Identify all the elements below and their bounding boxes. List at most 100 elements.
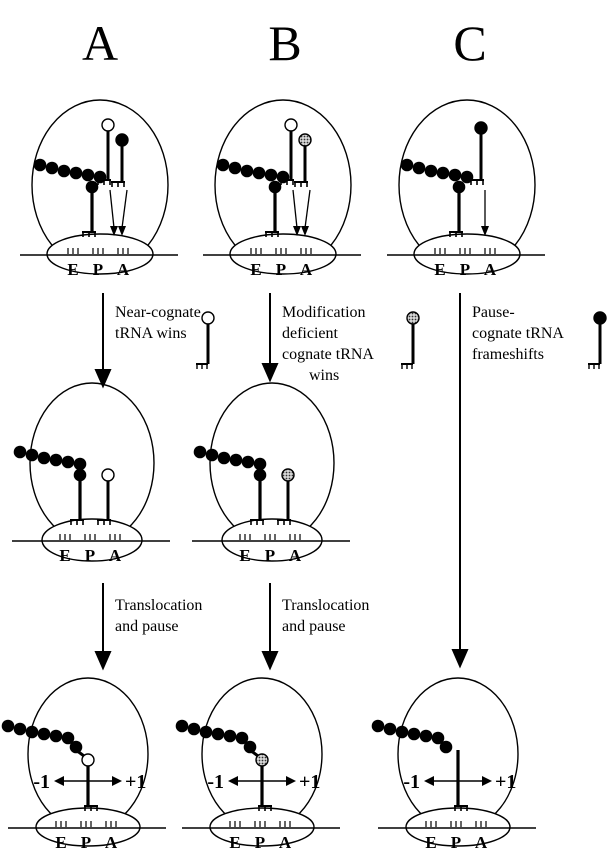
peptide-chain-residue	[70, 167, 83, 180]
peptide-chain-residue	[212, 728, 225, 741]
caption-c-1: Pause- cognate tRNA frameshifts	[472, 304, 564, 363]
column-title-c: C	[453, 15, 486, 71]
site-label-a: A	[117, 260, 130, 279]
ribosome-a-paused: EPA -1 +1	[2, 678, 166, 852]
frameshift-label-plus-one: +1	[125, 771, 146, 793]
site-label-e: E	[425, 833, 436, 852]
peptide-chain-residue	[188, 723, 201, 736]
peptide-chain-residue	[26, 449, 39, 462]
caption-a-2-line-2: and pause	[115, 618, 179, 635]
site-label-p: P	[85, 546, 95, 565]
caption-a-1-line-1: Near-cognate	[115, 304, 201, 321]
site-label-p: P	[265, 546, 275, 565]
frameshift-label-minus-one: -1	[403, 771, 420, 793]
site-label-p: P	[93, 260, 103, 279]
peptide-chain-residue	[372, 720, 385, 733]
legend-trna-near-cognate-head	[202, 312, 214, 324]
peptide-chain-residue	[242, 456, 255, 469]
a-site-winner-trna-head	[282, 469, 294, 481]
incoming-trna-cognate-head	[116, 134, 128, 146]
peptide-chain-residue	[50, 454, 63, 467]
peptide-chain-residue	[26, 726, 39, 739]
peptide-chain-residue	[229, 162, 242, 175]
ribosome-b-initial: EPA	[203, 100, 361, 279]
peptide-chain-residue	[34, 159, 47, 172]
site-label-a: A	[484, 260, 497, 279]
legend-trna-pause-cognate-head	[594, 312, 606, 324]
peptide-chain-residue	[265, 169, 278, 182]
peptide-chain-residue	[2, 720, 15, 733]
frameshift-label-minus-one: -1	[207, 771, 224, 793]
site-label-p: P	[460, 260, 470, 279]
site-label-e: E	[55, 833, 66, 852]
site-label-a: A	[289, 546, 302, 565]
caption-b-1-line-3: cognate tRNA	[282, 346, 374, 363]
peptide-chain-residue	[413, 162, 426, 175]
frameshift-label-plus-one: +1	[299, 771, 320, 793]
peptide-chain-residue	[38, 452, 51, 465]
site-label-e: E	[59, 546, 70, 565]
peptide-chain-residue	[217, 159, 230, 172]
site-label-p: P	[276, 260, 286, 279]
peptide-chain-residue	[46, 162, 59, 175]
peptide-chain-residue	[241, 165, 254, 178]
peptide-chain-residue	[14, 446, 27, 459]
a-site-winner-trna-head	[102, 469, 114, 481]
peptide-chain-residue	[384, 723, 397, 736]
peptide-chain-residue	[437, 167, 450, 180]
ribosome-c-paused: EPA -1 +1	[372, 678, 536, 852]
peptide-chain-residue	[230, 454, 243, 467]
site-label-e: E	[67, 260, 78, 279]
frameshift-label-minus-one: -1	[33, 771, 50, 793]
caption-c-1-line-1: Pause-	[472, 304, 515, 321]
caption-b-2: Translocation and pause	[282, 597, 369, 635]
legend-trna-modification-deficient-head	[407, 312, 419, 324]
p-site-trna-head	[256, 754, 268, 766]
peptide-chain-residue	[218, 452, 231, 465]
peptide-chain-residue	[74, 458, 87, 471]
peptide-chain-residue	[420, 730, 433, 743]
arrow-c-long-head	[453, 650, 467, 666]
peptide-chain-residue	[50, 730, 63, 743]
site-label-p: P	[255, 833, 265, 852]
peptide-chain-residue	[206, 449, 219, 462]
peptide-chain-residue	[396, 726, 409, 739]
peptide-chain-residue	[38, 728, 51, 741]
caption-b-1-line-4: wins	[309, 367, 339, 384]
site-label-a: A	[279, 833, 292, 852]
incoming-trna-pause-cognate-head	[475, 122, 487, 134]
incoming-trna-near-cognate-head	[285, 119, 297, 131]
caption-c-1-line-3: frameshifts	[472, 346, 544, 363]
site-label-e: E	[250, 260, 261, 279]
incoming-trna-near-cognate-head	[102, 119, 114, 131]
caption-a-1: Near-cognate tRNA wins	[115, 304, 201, 342]
arrow-b-step1-head	[263, 364, 277, 380]
peptide-chain-residue	[14, 723, 27, 736]
peptide-chain-residue	[194, 446, 207, 459]
site-label-a: A	[475, 833, 488, 852]
peptide-chain-residue	[254, 458, 267, 471]
caption-c-1-line-2: cognate tRNA	[472, 325, 564, 342]
column-title-b: B	[268, 15, 301, 71]
caption-b-2-line-1: Translocation	[282, 597, 369, 614]
site-label-e: E	[434, 260, 445, 279]
peptide-chain-residue	[449, 169, 462, 182]
peptide-chain-residue	[82, 169, 95, 182]
legend-trna-modification-deficient	[401, 312, 419, 369]
frameshift-label-plus-one: +1	[495, 771, 516, 793]
site-label-p: P	[451, 833, 461, 852]
ribosome-a-initial: EPA	[20, 100, 178, 279]
caption-a-2: Translocation and pause	[115, 597, 202, 635]
site-label-p: P	[81, 833, 91, 852]
peptide-chain-residue	[62, 456, 75, 469]
peptide-chain-residue	[425, 165, 438, 178]
caption-b-1-line-2: deficient	[282, 325, 339, 342]
peptide-chain-residue	[401, 159, 414, 172]
peptide-chain-residue	[440, 741, 453, 754]
site-label-a: A	[105, 833, 118, 852]
